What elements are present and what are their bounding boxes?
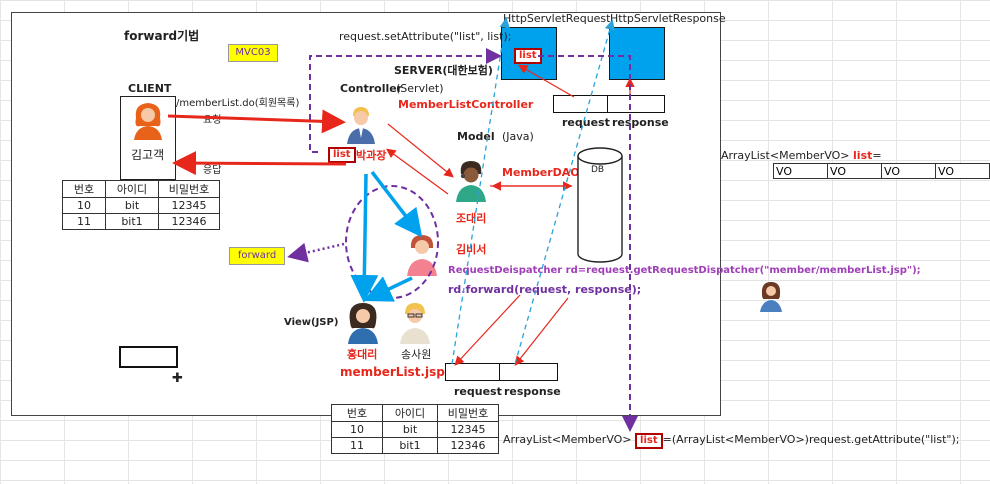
- bottom-response-label: response: [504, 385, 561, 398]
- arraylist-label: ArrayList<MemberVO> list=: [721, 150, 882, 161]
- model-person-name: 조대리: [456, 212, 487, 225]
- vo-row: VO VO VO VO: [773, 163, 990, 179]
- response-dashed-line: [514, 19, 615, 365]
- http-response-object: [609, 27, 665, 80]
- table-cell: 11: [62, 213, 106, 230]
- vo-cell: VO: [881, 163, 936, 179]
- controller-to-view-arrow: [350, 173, 379, 303]
- vo-cell: VO: [827, 163, 882, 179]
- top-response-cell: [607, 95, 665, 113]
- client-label: CLIENT: [128, 82, 172, 95]
- table-header: 번호: [62, 180, 106, 198]
- table-header: 비밀번호: [158, 180, 220, 198]
- table-cell: 11: [331, 437, 383, 454]
- bottom-code-line: ArrayList<MemberVO> list=(ArrayList<Memb…: [503, 433, 959, 449]
- get-attribute-dashed-path: [538, 55, 638, 432]
- vo-array: VO VO VO VO: [773, 163, 990, 179]
- view-person2-icon: [400, 303, 430, 344]
- table-row: 10 bit 12345: [331, 421, 499, 438]
- controller-person-name: 박과장: [356, 149, 387, 162]
- right-person-icon: [760, 282, 782, 312]
- forward-circle: [345, 185, 439, 299]
- controller-list-tag: list: [328, 147, 356, 163]
- request-dashed-line: [451, 17, 510, 365]
- request-word: 요청: [203, 115, 222, 126]
- table-row: 10 bit 12345: [62, 197, 220, 214]
- forward-code: rd.forward(request, response);: [448, 283, 642, 296]
- http-response-label: HttpServletResponse: [610, 12, 726, 25]
- client-name: 김고객: [131, 148, 165, 162]
- table-cell: bit: [382, 421, 438, 438]
- response-word: 응답: [203, 165, 222, 176]
- controller-to-model-arrow: [387, 123, 454, 178]
- bottom-request-arrow: [454, 294, 521, 366]
- bottom-response-cell: [499, 363, 558, 381]
- top-response-label: response: [612, 116, 669, 129]
- page-title: forward기법: [124, 29, 200, 43]
- http-request-label: HttpServletRequest: [503, 12, 611, 25]
- bottom-code-rest: =(ArrayList<MemberVO>)request.getAttribu…: [662, 433, 960, 446]
- vo-cell: VO: [935, 163, 990, 179]
- table-cell: bit1: [382, 437, 438, 454]
- database-cylinder: [577, 147, 623, 263]
- controller-servlet: (Servlet): [396, 82, 444, 95]
- table-cell: 12346: [158, 213, 220, 230]
- bottom-response-arrow: [514, 297, 569, 366]
- bottom-code-type: ArrayList<MemberVO>: [503, 433, 632, 446]
- member-table-left: 번호 아이디 비밀번호 10 bit 12345 11 bit1 12346: [62, 180, 220, 230]
- selected-cell[interactable]: [119, 346, 178, 368]
- view-label: View(JSP): [284, 317, 339, 328]
- request-url: /memberList.do(회원목록): [176, 98, 300, 109]
- db-label: DB: [591, 165, 605, 175]
- controller-label: Controller: [340, 82, 403, 95]
- model-person-icon: [456, 161, 486, 202]
- controller-person-icon: [347, 107, 375, 144]
- response-arrow: [172, 151, 347, 176]
- arraylist-type: ArrayList<MemberVO>: [721, 149, 854, 162]
- member-table-bottom: 번호 아이디 비밀번호 10 bit 12345 11 bit1 12346: [331, 404, 499, 454]
- view-person1-icon: [348, 303, 378, 344]
- secretary-to-view-arrow: [363, 276, 413, 302]
- forward-dotted-arrow: [287, 242, 345, 263]
- set-attribute-code: request.setAttribute("list", list);: [339, 30, 512, 43]
- arraylist-var: list: [853, 149, 873, 162]
- table-header-row: 번호 아이디 비밀번호: [331, 404, 499, 422]
- table-header-row: 번호 아이디 비밀번호: [62, 180, 220, 198]
- forward-tag: forward: [229, 247, 285, 265]
- controller-to-secretary-arrow: [370, 170, 423, 238]
- mvc-tag: MVC03: [228, 44, 278, 62]
- table-row: 11 bit1 12346: [331, 437, 499, 454]
- table-cell: 12345: [158, 197, 220, 214]
- table-cell: 12346: [437, 437, 499, 454]
- model-label: Model: [457, 130, 495, 143]
- top-request-up-arrow: [517, 64, 575, 98]
- bottom-request-label: request: [454, 385, 502, 398]
- table-row: 11 bit1 12346: [62, 213, 220, 230]
- member-dao-label: MemberDAO: [502, 166, 580, 179]
- view-person1-name: 홍대리: [347, 348, 378, 361]
- request-arrow: [167, 109, 346, 134]
- dispatcher-code: RequestDeispatcher rd=request.getRequest…: [448, 265, 921, 276]
- list-attribute-dashed-path: [309, 48, 502, 153]
- model-java: (Java): [502, 130, 534, 143]
- bottom-list-tag: list: [635, 433, 663, 449]
- jsp-file-name: memberList.jsp: [340, 365, 445, 379]
- view-person2-name: 송사원: [401, 348, 432, 361]
- secretary-name: 김비서: [456, 243, 487, 256]
- controller-class-name: MemberListController: [398, 98, 534, 111]
- client-person-icon: [134, 103, 162, 140]
- secretary-person-icon: [407, 235, 437, 276]
- server-label: SERVER(대한보험): [394, 64, 493, 77]
- arraylist-eq: =: [872, 149, 882, 162]
- cursor-icon: ✚: [172, 371, 183, 386]
- model-to-controller-arrow: [386, 148, 449, 195]
- top-request-label: request: [562, 116, 610, 129]
